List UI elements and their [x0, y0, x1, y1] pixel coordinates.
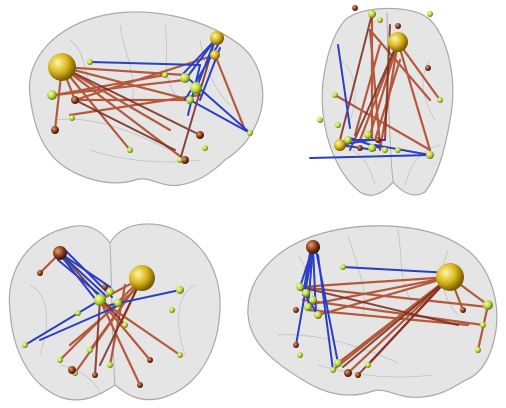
- posterior-panel: [0, 215, 232, 408]
- network-nodes: [22, 246, 184, 388]
- brain-outline: [247, 225, 498, 399]
- superior-panel: [280, 0, 506, 205]
- brain-outline: [8, 223, 221, 401]
- left-lateral-brain: [28, 11, 264, 187]
- right-lateral-panel: [238, 215, 506, 408]
- left-lateral-panel: [0, 0, 275, 205]
- superior-brain: [309, 5, 454, 196]
- right-lateral-brain: [247, 225, 498, 399]
- network-nodes: [317, 5, 443, 159]
- network-nodes: [293, 240, 493, 378]
- brain-outline: [28, 11, 264, 187]
- posterior-brain: [8, 223, 221, 401]
- connection-edges: [309, 12, 442, 159]
- network-nodes: [47, 31, 253, 164]
